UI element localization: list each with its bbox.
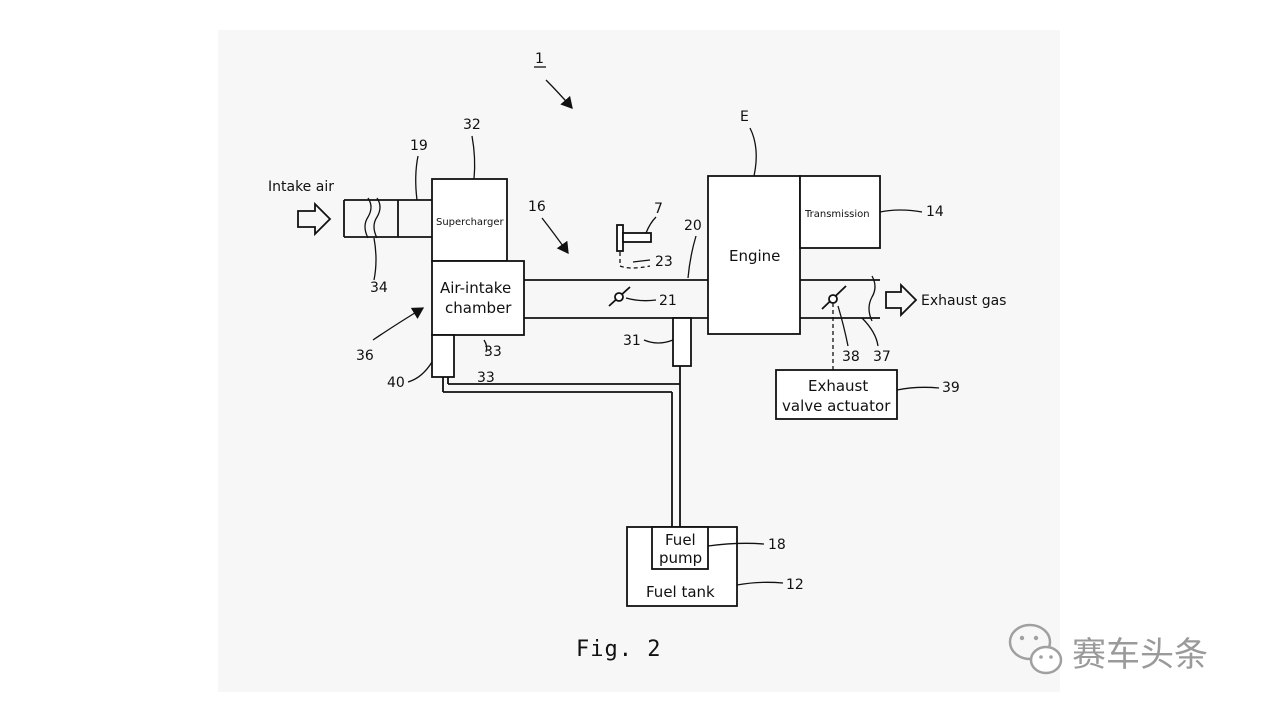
ref-number-12: 12: [786, 577, 804, 593]
exhaust-gas-label: Exhaust gas: [921, 293, 1006, 309]
ref-number-34: 34: [370, 280, 388, 296]
fuel-pump-box: [651, 526, 709, 570]
ref-number-32: 32: [463, 117, 481, 133]
supercharger-label: Supercharger: [436, 217, 504, 228]
intake-duct: [343, 197, 432, 239]
leader-34: [373, 237, 377, 281]
leader-38: [837, 305, 849, 347]
ref-number-1: 1: [535, 51, 544, 67]
leader-31: [643, 339, 674, 344]
injector-40: [431, 334, 455, 378]
ref-number-19: 19: [410, 138, 428, 154]
watermark-text: 赛车头条: [1072, 635, 1208, 675]
figure-caption: Fig. 2: [576, 637, 661, 662]
ref-number-38: 38: [842, 349, 860, 365]
ref-number-37: 37: [873, 349, 891, 365]
ref-number-31: 31: [623, 333, 641, 349]
exhaust-valve-actuator-label-1: Exhaust: [808, 377, 868, 395]
leader-E: [749, 127, 757, 177]
fuel-tank-label: Fuel tank: [646, 583, 715, 601]
exhaust-valve-actuator-label-2: valve actuator: [782, 397, 891, 415]
leader-16: [541, 217, 569, 255]
throttle-valve-icon: [608, 286, 631, 307]
ref-number-16: 16: [528, 199, 546, 215]
air-intake-chamber-box: [431, 260, 525, 336]
exhaust-pipe: [800, 275, 880, 322]
exhaust-valve-actuator-box: [775, 369, 898, 420]
throttle-sensor-7: [616, 224, 652, 269]
leader-32: [471, 135, 476, 180]
system-reference: 1: [534, 51, 573, 109]
ref-number-20: 20: [684, 218, 702, 234]
leader-39: [896, 386, 940, 391]
ref-number-21: 21: [659, 293, 677, 309]
ref-number-36: 36: [356, 348, 374, 364]
exhaust-valve-icon: [821, 285, 847, 370]
supercharger-box: [431, 178, 508, 262]
ref-number-40: 40: [387, 375, 405, 391]
leader-21: [625, 297, 657, 302]
injector-31: [672, 317, 692, 367]
fuel-pump-label-2: pump: [659, 549, 702, 567]
wechat-icon: [1008, 623, 1063, 675]
intake-air-arrow-icon: [297, 201, 332, 237]
leader-18: [707, 542, 765, 547]
ref-number-33-upper: 33: [484, 344, 502, 360]
leader-40: [407, 361, 433, 383]
fuel-pump-label-1: Fuel: [665, 531, 696, 549]
leader-36: [372, 307, 425, 341]
leader-12: [736, 581, 784, 586]
ref-number-14: 14: [926, 204, 944, 220]
leader-33: [483, 339, 488, 353]
transmission-label: Transmission: [804, 209, 870, 220]
ref-number-23: 23: [655, 254, 673, 270]
ref-number-39: 39: [942, 380, 960, 396]
intake-air-label: Intake air: [268, 179, 334, 195]
leader-19: [415, 155, 419, 201]
leader-arrow-1: [545, 79, 573, 109]
air-intake-chamber-label-1: Air-intake: [440, 279, 511, 297]
engine-box: [707, 175, 801, 335]
transmission-box: [799, 175, 881, 249]
air-intake-chamber-label-2: chamber: [445, 299, 512, 317]
ref-number-E: E: [740, 109, 749, 125]
exhaust-gas-arrow-icon: [885, 282, 918, 318]
ref-number-33-lower: 33: [477, 370, 495, 386]
ref-number-18: 18: [768, 537, 786, 553]
leader-23: [632, 259, 651, 263]
engine-label: Engine: [729, 247, 780, 265]
ref-number-7: 7: [654, 201, 663, 217]
leader-20: [687, 235, 697, 279]
leader-14: [879, 209, 923, 213]
fuel-lines: [442, 366, 681, 527]
leader-7: [645, 216, 657, 234]
leader-37: [861, 317, 879, 347]
